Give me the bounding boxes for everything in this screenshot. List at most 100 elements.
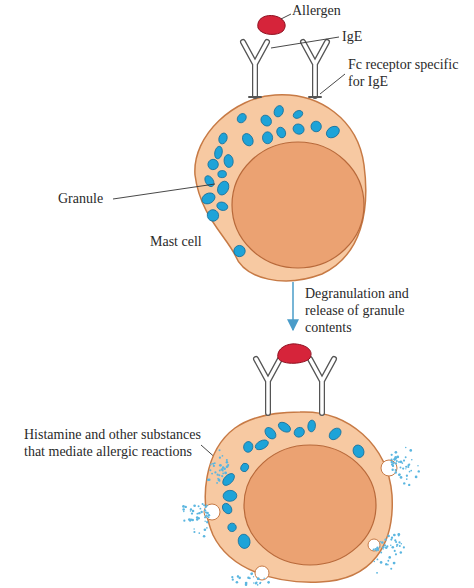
mediator-dot [411, 459, 413, 461]
mediator-dot [387, 560, 389, 562]
mediator-dot [182, 505, 185, 508]
mediator-dot [396, 544, 398, 546]
mediator-dot [400, 466, 402, 468]
mediator-dot [397, 533, 400, 536]
mediator-dot [214, 471, 216, 473]
mediator-dot [190, 510, 191, 511]
mediator-dot [192, 510, 194, 512]
granule [291, 122, 305, 136]
mediator-dot [408, 463, 410, 465]
mediator-dot [204, 528, 207, 531]
mediator-dot [410, 470, 412, 472]
allergen [278, 344, 311, 363]
mediator-dot [385, 546, 388, 549]
mediator-dot [379, 541, 381, 543]
mediator-dot [392, 465, 394, 467]
process-arrow [292, 282, 294, 330]
granule [277, 420, 293, 434]
mediator-dot [219, 449, 221, 451]
mediator-dot [257, 577, 259, 579]
mediator-dot [398, 461, 400, 463]
mediator-dot [400, 551, 402, 553]
mediator-dot [377, 549, 379, 551]
mediator-dot [382, 546, 384, 548]
mediator-dot [226, 459, 228, 461]
mediator-dot [391, 454, 393, 456]
granule [310, 121, 322, 133]
mediator-dot [214, 462, 216, 464]
granule [327, 426, 343, 442]
granule [232, 244, 247, 259]
mediator-dot [405, 456, 407, 458]
mediator-dot [408, 484, 410, 486]
granule [205, 207, 221, 223]
mediator-dot [390, 568, 392, 570]
granule [215, 179, 231, 197]
granule [240, 132, 255, 148]
mediator-dot [198, 512, 200, 514]
mediator-dot [208, 516, 210, 518]
mediator-dot [393, 534, 396, 537]
mediator-dot [391, 537, 393, 539]
mediator-dot [203, 535, 206, 538]
mediator-dot [205, 514, 207, 516]
mediator-dot [375, 548, 377, 550]
mediator-dot [398, 474, 401, 477]
ige-receptor [243, 42, 327, 97]
mediator-dot [202, 503, 204, 505]
mediator-dot [219, 457, 221, 459]
mediator-dot [222, 470, 224, 472]
granule [223, 154, 233, 168]
mediator-dot [394, 539, 396, 541]
degranulating-mast-cell [205, 412, 392, 582]
mediator-dot [210, 464, 211, 465]
mediator-dot [399, 474, 401, 476]
mediator-dot [400, 476, 403, 479]
granule [217, 132, 228, 145]
mediator-dot [193, 528, 194, 529]
mediator-dot [406, 475, 408, 477]
mediator-dot [384, 538, 386, 540]
mediator-dot [189, 519, 191, 521]
mediator-dot [392, 462, 394, 464]
nucleus [232, 142, 364, 268]
mediator-dot [391, 469, 393, 471]
allergen-label: Allergen [292, 2, 341, 19]
mediator-dot [219, 464, 222, 467]
mediator-dot [245, 583, 248, 586]
mediator-dot [213, 465, 215, 467]
mediator-dot [183, 511, 184, 512]
mediator-dot [253, 576, 254, 577]
mediator-dot [222, 476, 223, 477]
mediator-dot [405, 466, 407, 468]
mediator-dot [418, 470, 420, 472]
mediator-dot [387, 535, 390, 538]
granule [220, 502, 233, 516]
mediator-dot [209, 469, 211, 471]
mediator-dot [395, 451, 398, 454]
mediator-dot [206, 505, 208, 507]
mediator-dot [406, 478, 408, 480]
mediator-dot [415, 476, 418, 479]
mediator-dot [253, 582, 255, 584]
mediator-dot [205, 506, 206, 507]
mediator-dot [257, 584, 259, 586]
receptor-label: Fc receptor specific for IgE [348, 56, 470, 90]
mediator-dot [190, 519, 192, 521]
granule [262, 132, 272, 144]
mast-cell-body [195, 95, 366, 281]
process-label: Degranulation and release of granule con… [305, 285, 430, 336]
mediator-dot [210, 463, 211, 464]
mediator-dot [190, 508, 192, 510]
mediator-dot [380, 552, 382, 554]
mediator-dot [224, 472, 227, 475]
cell-label: Mast cell [150, 233, 202, 250]
nucleus [244, 445, 376, 565]
mediator-dot [392, 546, 395, 549]
mediator-label: Histamine and other substances that medi… [24, 426, 202, 460]
mediator-dot [207, 479, 209, 481]
mediator-dot [395, 462, 397, 464]
granule [243, 441, 254, 453]
leader-lines [113, 14, 345, 476]
